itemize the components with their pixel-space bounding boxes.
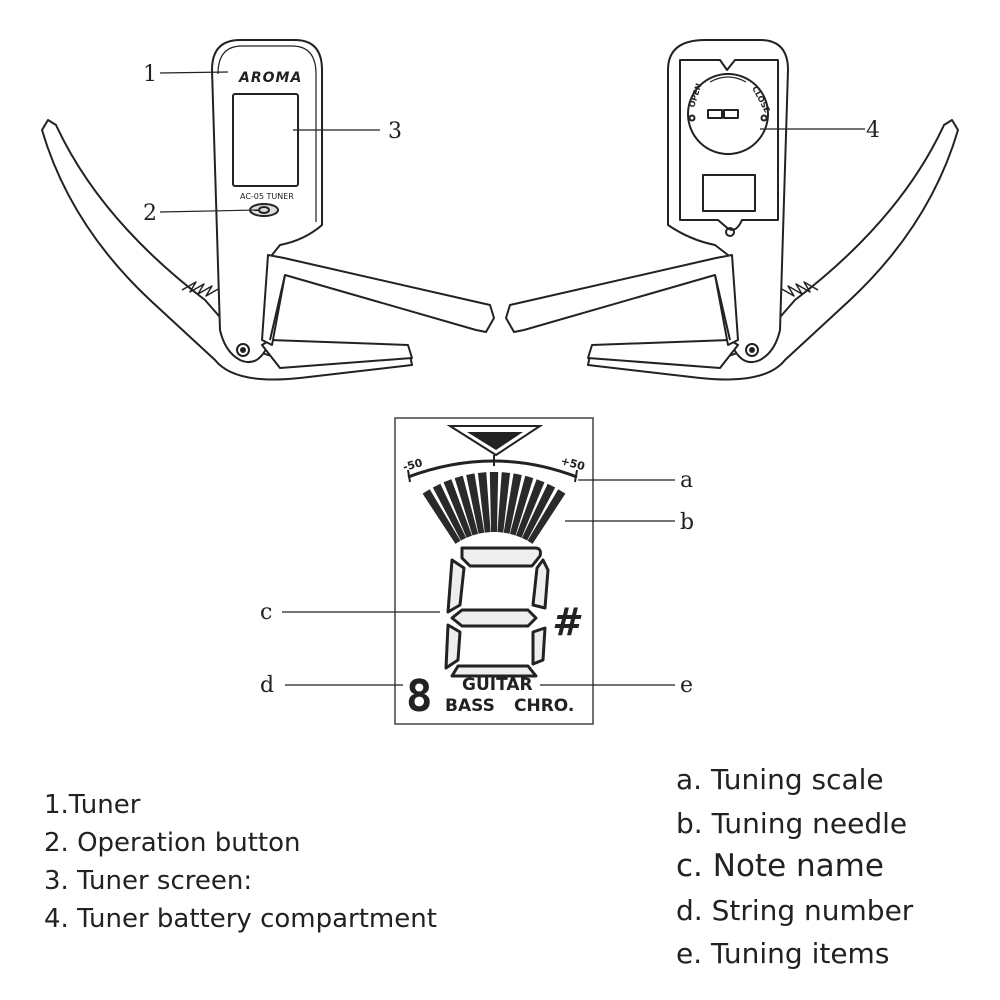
front-jaw-line bbox=[269, 274, 286, 341]
scale-minus-label: -50 bbox=[401, 456, 424, 474]
needle-segment bbox=[489, 472, 499, 532]
battery-lower-slot bbox=[702, 174, 756, 212]
front-hinge bbox=[236, 343, 250, 357]
front-upper-jaw bbox=[261, 254, 495, 346]
back-hinge-pin bbox=[749, 347, 755, 353]
legend-item-c: c. Note name bbox=[676, 848, 884, 884]
legend-item-a: a. Tuning scale bbox=[676, 763, 884, 796]
scale-plus-label: +50 bbox=[559, 454, 586, 473]
callout-1: 1 bbox=[143, 62, 157, 87]
numbered-legend: 1.Tuner 2. Operation button 3. Tuner scr… bbox=[44, 786, 437, 938]
callout-lines-display bbox=[282, 479, 675, 686]
front-body-outline bbox=[217, 45, 317, 222]
string-number: 8 bbox=[406, 671, 433, 722]
callout-lines-top bbox=[159, 71, 865, 213]
battery-slot-left bbox=[707, 109, 723, 119]
mode-bass: BASS bbox=[445, 696, 495, 716]
battery-dot-right bbox=[760, 114, 768, 122]
legend-item-2: 2. Operation button bbox=[44, 828, 301, 858]
model-label: AC-05 TUNER bbox=[240, 192, 294, 201]
front-screen bbox=[232, 93, 299, 187]
callout-b: b bbox=[680, 510, 694, 535]
mode-guitar: GUITAR bbox=[462, 675, 533, 695]
screw bbox=[725, 227, 735, 237]
scale-ticks bbox=[407, 455, 578, 483]
legend-item-e: e. Tuning items bbox=[676, 937, 890, 970]
callout-a: a bbox=[680, 468, 693, 493]
needle-segment bbox=[497, 472, 511, 533]
legend-item-3: 3. Tuner screen: bbox=[44, 866, 253, 896]
battery-slot-right bbox=[723, 109, 739, 119]
legend-item-1: 1.Tuner bbox=[44, 790, 141, 820]
battery-arrow bbox=[709, 76, 747, 83]
legend-item-d: d. String number bbox=[676, 893, 914, 927]
callout-3: 3 bbox=[388, 119, 402, 144]
lcd-display: -50 +50 # 8 GUITAR BASS CHRO. bbox=[394, 417, 594, 725]
battery-cover[interactable] bbox=[687, 73, 769, 155]
needle-segment bbox=[521, 483, 556, 541]
needle-segment bbox=[443, 479, 473, 538]
mode-chro: CHRO. bbox=[514, 696, 574, 716]
center-triangle-inner bbox=[467, 432, 523, 450]
legend-item-4: 4. Tuner battery compartment bbox=[44, 904, 437, 934]
back-spring bbox=[779, 281, 819, 297]
needle-segment bbox=[509, 475, 534, 536]
callout-d: d bbox=[260, 673, 274, 698]
front-hinge-pin bbox=[240, 347, 246, 353]
back-hinge bbox=[745, 343, 759, 357]
legend-item-b: b. Tuning needle bbox=[676, 806, 908, 840]
callout-e: e bbox=[680, 673, 693, 698]
lettered-legend: a. Tuning scale b. Tuning needle c. Note… bbox=[676, 758, 913, 976]
callout-4: 4 bbox=[866, 118, 880, 143]
tuner-back-view bbox=[505, 39, 959, 381]
needle-segment bbox=[432, 483, 467, 541]
back-upper-jaw bbox=[505, 254, 739, 346]
back-jaw-line bbox=[714, 274, 731, 341]
tuning-needles bbox=[422, 472, 566, 544]
needle-segment bbox=[503, 473, 522, 534]
sharp-symbol: # bbox=[552, 600, 582, 644]
needle-segment bbox=[515, 479, 545, 538]
needle-segment bbox=[454, 475, 479, 536]
front-spring bbox=[181, 281, 221, 297]
needle-segment bbox=[422, 489, 461, 544]
tuner-front-view bbox=[41, 39, 495, 381]
battery-dot-left bbox=[688, 114, 696, 122]
brand-logo: AROMA bbox=[238, 70, 302, 86]
needle-segment bbox=[477, 472, 491, 533]
needle-segment bbox=[527, 489, 566, 544]
note-digit bbox=[444, 546, 550, 678]
operation-button-center bbox=[258, 206, 270, 214]
callout-c: c bbox=[260, 600, 272, 625]
callout-2: 2 bbox=[143, 201, 157, 226]
needle-segment bbox=[466, 473, 485, 534]
